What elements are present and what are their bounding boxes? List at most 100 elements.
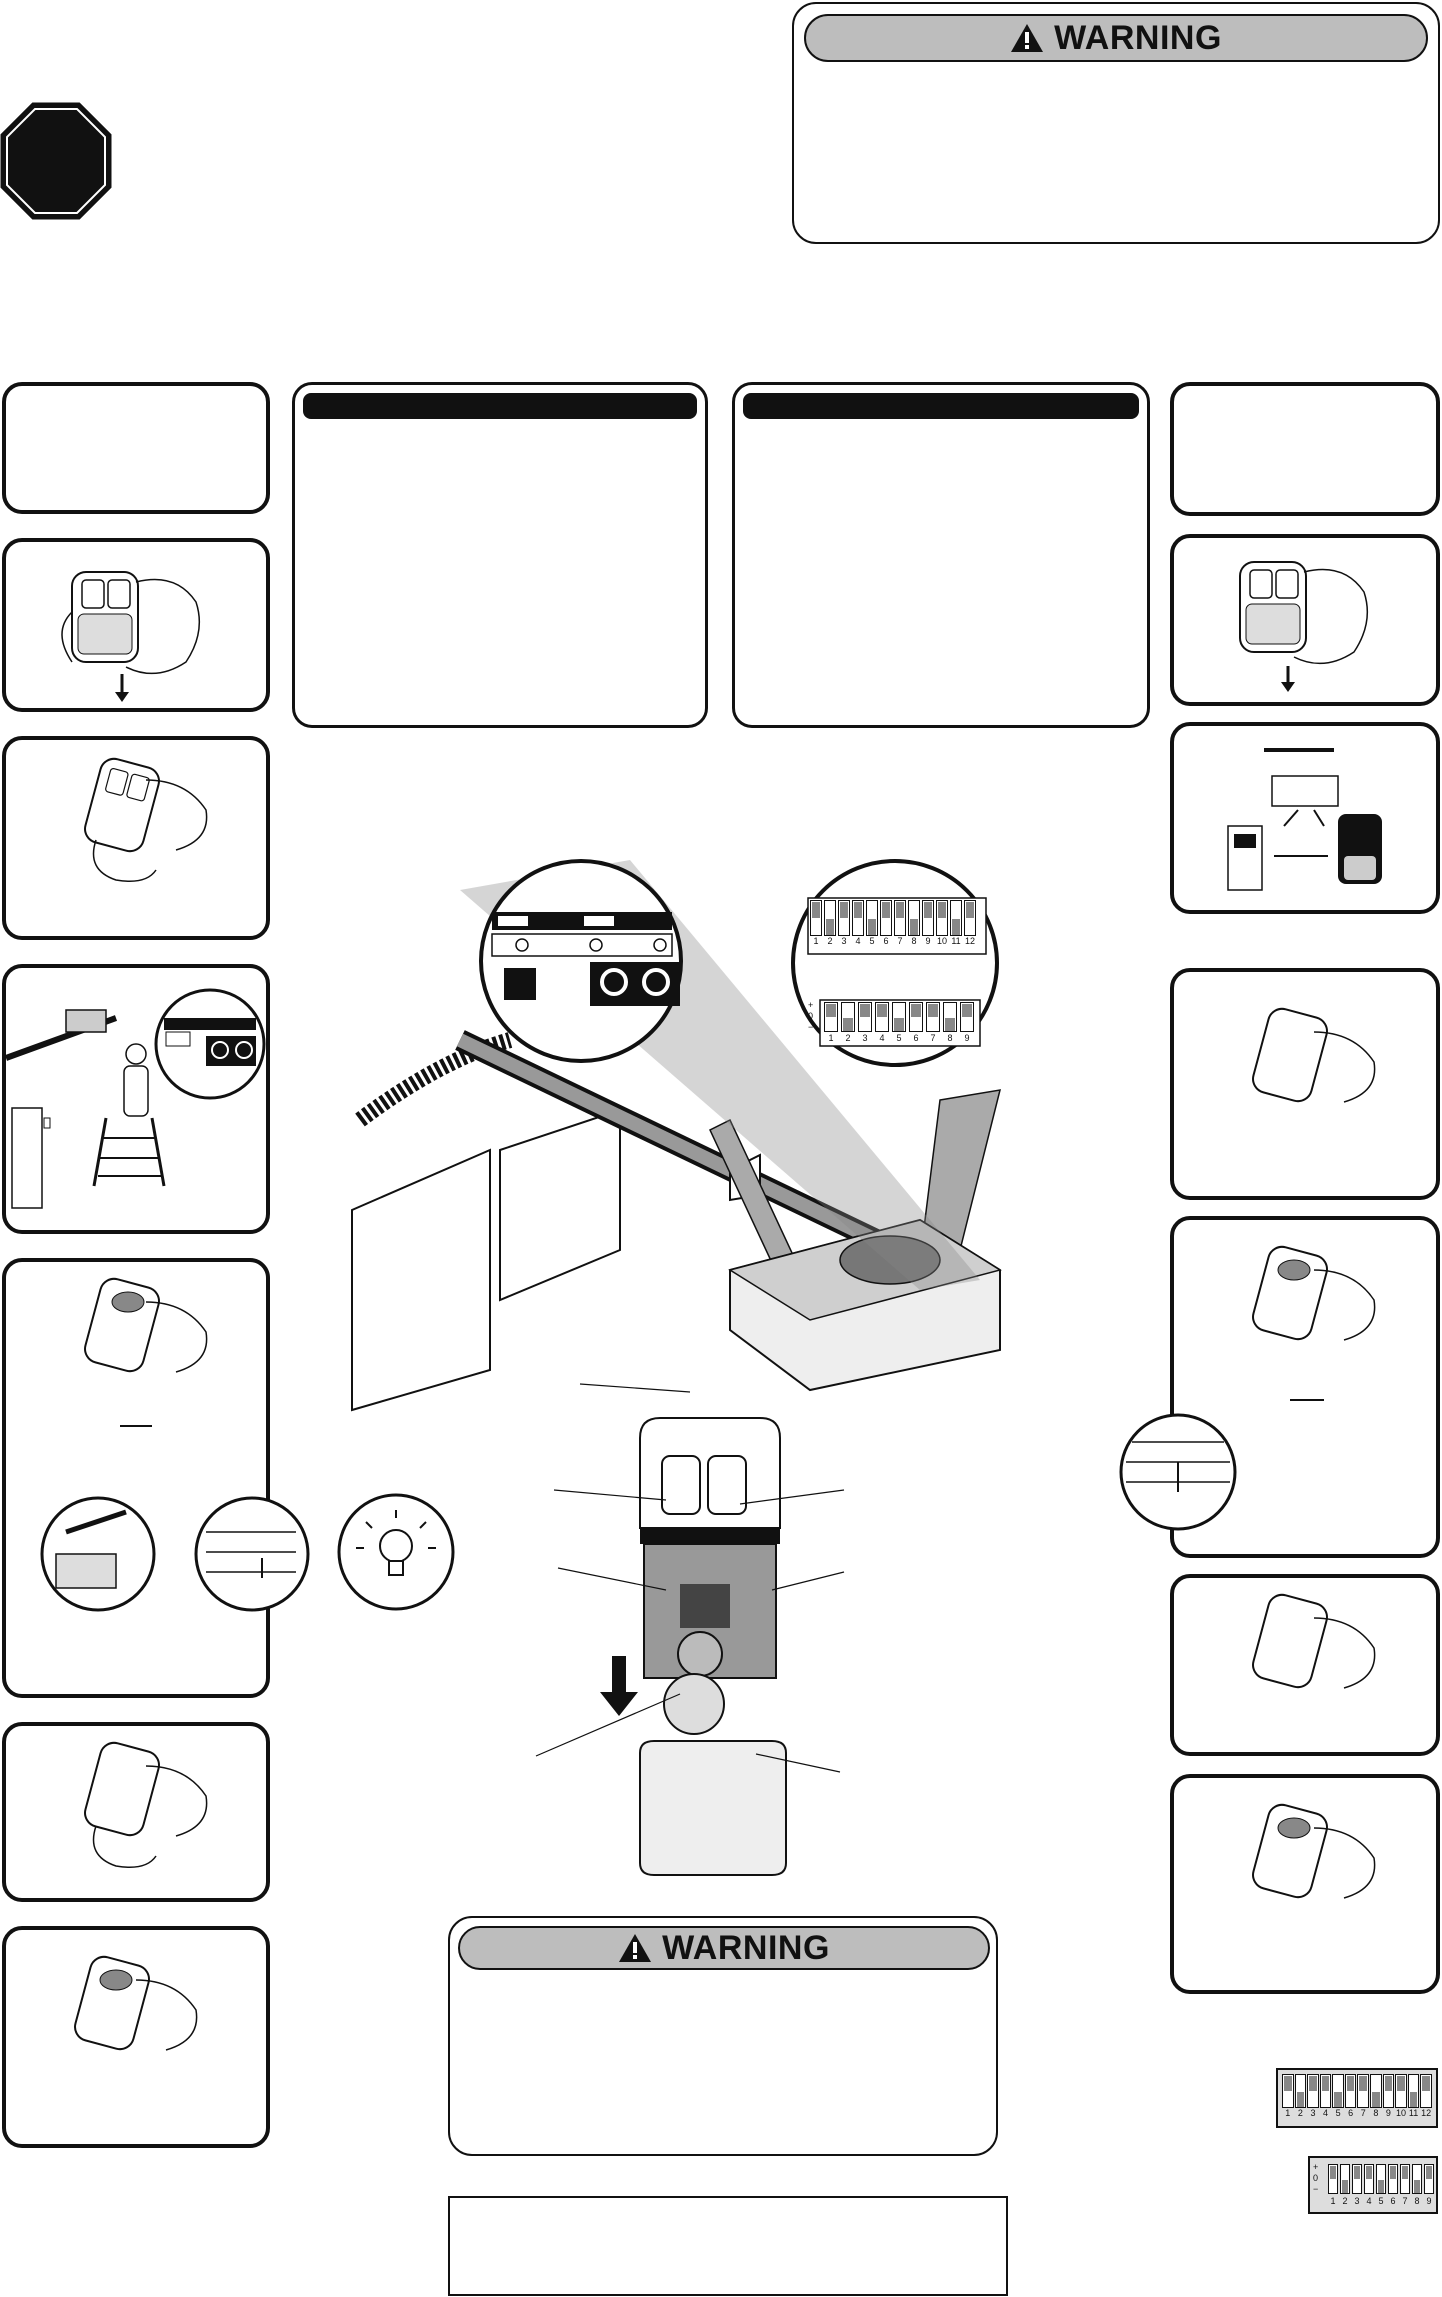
control-panel-magnifier — [478, 858, 684, 1064]
dip-switch — [1400, 2164, 1410, 2194]
dip-switch-knob — [1354, 2166, 1360, 2179]
dip-switch — [894, 900, 906, 936]
right-panel-7 — [1170, 1774, 1440, 1994]
left-panel-2 — [2, 538, 270, 712]
dip-switch-knob — [1296, 2092, 1305, 2107]
dip-switch — [1352, 2164, 1362, 2194]
dip-switch — [1407, 2074, 1420, 2108]
dip-switch — [875, 1002, 889, 1032]
remote-hand-illustration — [84, 1741, 208, 1868]
dip-switch-number: 6 — [1390, 2196, 1396, 2206]
warning-triangle-icon — [1011, 24, 1044, 52]
dip-switch-number: 8 — [947, 1033, 953, 1043]
dip-switch-knob — [840, 902, 848, 918]
dip-switch-knob — [1372, 2092, 1380, 2107]
left-panel-1 — [2, 382, 270, 514]
battery-icon — [663, 1673, 725, 1735]
dip-switch-knob — [910, 919, 918, 935]
left-panel-5 — [2, 1258, 310, 1698]
dip-switch — [964, 900, 976, 936]
dip-switch-number: 10 — [936, 936, 947, 946]
dip-switch — [858, 1002, 872, 1032]
dip-switch-knob — [843, 1018, 853, 1031]
dip-switch — [824, 900, 836, 936]
left-panel-3 — [2, 736, 270, 940]
dip-switch-number: 8 — [911, 936, 917, 946]
dip-switch-knob — [1390, 2166, 1396, 2179]
dip-switch — [1424, 2164, 1434, 2194]
dip-switch — [922, 900, 934, 936]
dip-switch-knob — [1366, 2166, 1372, 2179]
warning-header-top: WARNING — [804, 14, 1428, 62]
dip-switch — [892, 1002, 906, 1032]
dip-switch-knob — [1321, 2076, 1330, 2091]
dip-switch-knob — [911, 1004, 921, 1017]
dip-switch-number: 10 — [1395, 2108, 1406, 2118]
legend-sign-zero: 0 — [1313, 2173, 1319, 2183]
dip-switch — [810, 900, 822, 936]
warning-triangle-icon — [619, 1934, 652, 1962]
dip-sign-zero: 0 — [808, 1011, 814, 1021]
dip-switch-knob — [1284, 2076, 1292, 2091]
dip-switch-number: 7 — [930, 1033, 936, 1043]
center-box-right-header — [743, 393, 1139, 419]
dip-switch — [1376, 2164, 1386, 2194]
dip-switch — [909, 1002, 923, 1032]
remote-exploded-view — [535, 1383, 850, 1878]
dip-switch-number: 2 — [845, 1033, 851, 1043]
dip-switch-knob — [877, 1004, 887, 1017]
right-panel-2 — [1170, 534, 1440, 706]
dip-switch — [1412, 2164, 1422, 2194]
dip-switch — [908, 900, 920, 936]
dip-switch — [936, 900, 948, 936]
dip-switch-number: 3 — [1354, 2196, 1360, 2206]
light-bulb-icon — [337, 1493, 455, 1611]
dip-switch — [1340, 2164, 1350, 2194]
dip-switch-number: 8 — [1373, 2108, 1379, 2118]
dip-switch-knob — [1409, 2092, 1418, 2107]
dip-switch — [838, 900, 850, 936]
device-triangle-illustration — [1227, 748, 1382, 891]
dip-switch-knob — [924, 902, 932, 918]
dip-switch-knob — [1378, 2180, 1384, 2193]
dip-switch-knob — [1342, 2180, 1348, 2193]
dip-switch-number: 7 — [1402, 2196, 1408, 2206]
down-arrow-icon — [115, 674, 129, 702]
dip-switch-number: 2 — [827, 936, 833, 946]
legend-sign-minus: − — [1313, 2184, 1319, 2194]
dip-switch-knob — [966, 902, 974, 918]
dip-switch-knob — [962, 1004, 972, 1017]
dip-switch-number: 4 — [1323, 2108, 1329, 2118]
remote-hand-illustration — [1252, 1593, 1376, 1689]
dip-switch — [1395, 2074, 1407, 2108]
dip-switch-knob — [1422, 2076, 1430, 2091]
dip-switch-number: 9 — [925, 936, 931, 946]
door-circle-right — [1118, 1412, 1238, 1532]
dip-switch-number: 7 — [897, 936, 903, 946]
dip-switch-number: 9 — [1426, 2196, 1432, 2206]
dip-switch-knob — [894, 1018, 904, 1031]
dip-switch-number: 12 — [964, 936, 975, 946]
dip-sign-minus: − — [808, 1022, 814, 1032]
dip-switch-knob — [1330, 2166, 1336, 2179]
dip-switch-knob — [826, 919, 834, 935]
dip-switch-knob — [854, 902, 862, 918]
dip-switch-knob — [826, 1004, 836, 1017]
dip-switch-number: 2 — [1342, 2196, 1348, 2206]
center-box-left — [292, 382, 708, 728]
left-panel-4 — [2, 964, 270, 1234]
dip-sign-plus: + — [808, 1000, 814, 1010]
two-button-remote-icon — [639, 1417, 781, 1679]
dip-switch-number: 2 — [1297, 2108, 1303, 2118]
ladder-opener-illustration — [4, 988, 266, 1209]
dip-switch — [926, 1002, 940, 1032]
dip-switch — [1332, 2074, 1344, 2108]
remote-hand-illustration — [1252, 1007, 1376, 1103]
center-box-right — [732, 382, 1150, 728]
legend-sign-plus: + — [1313, 2162, 1319, 2172]
dip-switch — [1282, 2074, 1294, 2108]
